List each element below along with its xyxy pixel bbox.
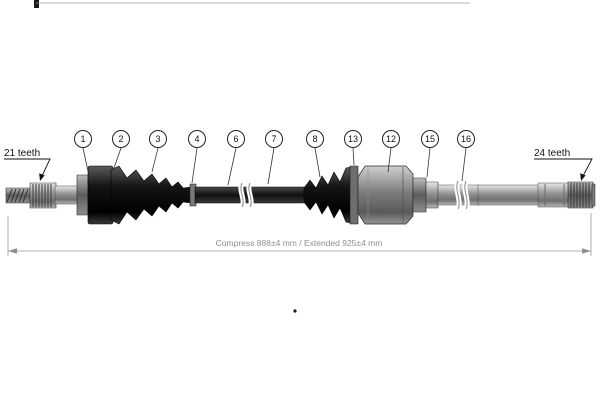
callout-2-label: 2: [118, 134, 123, 144]
callout-15-label: 15: [425, 134, 435, 144]
threaded-tip: [5, 187, 31, 204]
spline-right: [567, 181, 596, 209]
axle-assembly: [5, 165, 596, 225]
callout-6-label: 6: [233, 134, 238, 144]
tripod-housing: [357, 165, 414, 225]
page-frame-fragment: [34, 0, 470, 8]
callout-13-label: 13: [348, 134, 358, 144]
shaft-neck-left: [54, 185, 79, 205]
callout-12: 12: [382, 130, 400, 148]
small-boot: [303, 166, 352, 224]
callout-4-label: 4: [194, 134, 199, 144]
reference-dot: [293, 309, 297, 313]
callout-4: 4: [188, 130, 206, 148]
callout-16: 16: [457, 130, 475, 148]
right-spline-leader: [534, 158, 593, 177]
right-spline-arrowhead: [580, 173, 586, 181]
callout-leader-lines: [82, 147, 467, 186]
right-spline-label: 24 teeth: [534, 148, 570, 159]
callout-16-label: 16: [461, 134, 471, 144]
callout-2: 2: [112, 130, 130, 148]
callout-1-label: 1: [80, 134, 85, 144]
shaft-right: [477, 184, 541, 206]
left-spline-arrowhead: [39, 173, 45, 181]
callout-13: 13: [344, 130, 362, 148]
large-boot: [110, 165, 192, 225]
callout-8-label: 8: [312, 134, 317, 144]
dimension-arrow-right: [582, 248, 591, 254]
callout-6: 6: [227, 130, 245, 148]
collar-rings: [412, 177, 439, 213]
left-spline-label: 21 teeth: [4, 148, 40, 159]
callouts: 1 2 3 4 6 7 8 13: [74, 130, 475, 148]
dimension: Compress 888±4 mm / Extended 925±4 mm: [7, 213, 592, 256]
spline-labels: 21 teeth 24 teeth: [4, 148, 593, 181]
callout-3: 3: [149, 130, 167, 148]
callout-12-label: 12: [386, 134, 396, 144]
break-symbol-left: [238, 181, 254, 209]
callout-15: 15: [421, 130, 439, 148]
dimension-arrow-left: [8, 248, 17, 254]
left-spline-leader: [4, 158, 51, 177]
spline-left: [29, 182, 57, 209]
callout-7: 7: [265, 130, 283, 148]
callout-3-label: 3: [155, 134, 160, 144]
dimension-label: Compress 888±4 mm / Extended 925±4 mm: [216, 238, 383, 248]
callout-7-label: 7: [271, 134, 276, 144]
cv-joint-housing: [87, 165, 114, 225]
callout-8: 8: [306, 130, 324, 148]
joint-cap: [76, 174, 89, 216]
callout-1: 1: [74, 130, 92, 148]
break-symbol-right: [454, 179, 470, 211]
boot-clamp-right: [349, 165, 359, 225]
